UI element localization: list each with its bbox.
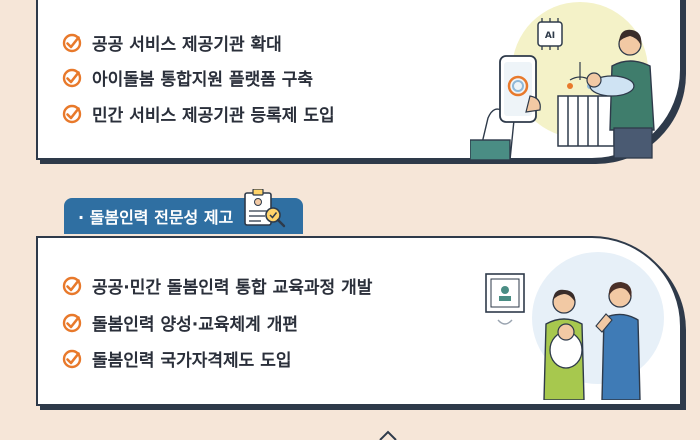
section-title: · 돌봄인력 전문성 제고 — [78, 208, 234, 227]
certificate-icon — [485, 273, 525, 313]
ai-chip-icon: AI — [537, 18, 563, 50]
list-item: 아이돌봄 통합지원 플랫폼 구축 — [62, 65, 313, 90]
id-badge-checklist-icon — [244, 189, 286, 228]
ai-chip-label: AI — [545, 31, 555, 41]
list-item-label: 돌봄인력 양성·교육체계 개편 — [92, 315, 298, 335]
list-item-label: 민간 서비스 제공기관 등록제 도입 — [92, 106, 335, 126]
check-circle-icon — [62, 33, 82, 52]
check-circle-icon — [62, 104, 82, 123]
check-circle-icon — [62, 349, 82, 368]
list-item: 공공 서비스 제공기관 확대 — [62, 30, 282, 55]
list-item: 공공·민간 돌봄인력 통합 교육과정 개발 — [62, 273, 372, 298]
list-item-label: 돌봄인력 국가자격제도 도입 — [92, 351, 292, 371]
magnifier-icon — [265, 207, 282, 223]
list-item-label: 공공 서비스 제공기관 확대 — [92, 35, 282, 55]
list-item-label: 아이돌봄 통합지원 플랫폼 구축 — [92, 70, 314, 90]
check-circle-icon — [62, 276, 82, 295]
section-tab: · 돌봄인력 전문성 제고 — [64, 189, 304, 234]
list-item: 돌봄인력 양성·교육체계 개편 — [62, 310, 298, 335]
caregiver-phone-illustration: AI — [470, 2, 655, 160]
check-circle-icon — [62, 313, 82, 332]
list-item: 돌봄인력 국가자격제도 도입 — [62, 346, 292, 371]
decor-mark-icon — [379, 430, 397, 440]
caregivers-certificate-illustration — [485, 252, 664, 400]
check-circle-icon — [62, 68, 82, 87]
list-item: 민간 서비스 제공기관 등록제 도입 — [62, 101, 335, 126]
list-item-label: 공공·민간 돌봄인력 통합 교육과정 개발 — [92, 278, 373, 298]
